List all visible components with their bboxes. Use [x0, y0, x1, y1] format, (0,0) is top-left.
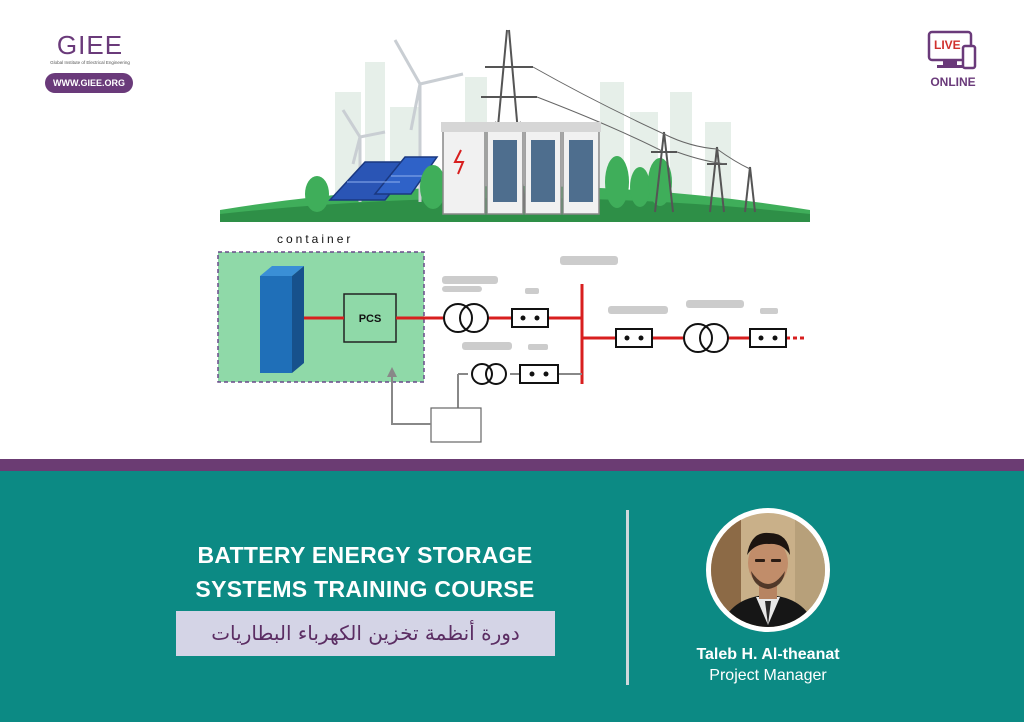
arabic-course-title: دورة أنظمة تخزين الكهرباء البطاريات [211, 621, 520, 645]
logo-subtitle: Global Institute of Electrical Engineeri… [50, 60, 130, 65]
presenter-photo [711, 513, 825, 627]
battery-container-icon [441, 122, 601, 215]
single-line-diagram: PCS [217, 251, 806, 443]
live-online-badge: LIVE ONLINE [925, 30, 981, 92]
giee-logo[interactable]: GIEE Global Institute of Electrical Engi… [45, 32, 135, 93]
website-badge[interactable]: WWW.GIEE.ORG [45, 73, 133, 93]
presenter-avatar [706, 508, 830, 632]
circuit-breaker-icon [511, 308, 787, 384]
live-label: LIVE [934, 38, 961, 52]
transformer-icon [443, 303, 729, 385]
vertical-divider [626, 510, 629, 685]
monitor-icon [927, 30, 977, 70]
battery-icon [260, 266, 304, 373]
course-title-line-1: BATTERY ENERGY STORAGE [197, 542, 533, 568]
solar-panel-icon [328, 156, 439, 201]
energy-landscape-illustration [220, 29, 810, 222]
presenter-role: Project Manager [709, 667, 827, 684]
presenter-name: Taleb H. Al-theanat [696, 646, 840, 663]
logo-text: GIEE [56, 30, 124, 60]
course-banner [0, 471, 1024, 722]
course-title-line-2: SYSTEMS TRAINING COURSE [195, 576, 535, 602]
online-label: ONLINE [930, 75, 976, 89]
course-title: BATTERY ENERGY STORAGE SYSTEMS TRAINING … [150, 538, 580, 606]
pcs-label: PCS [359, 313, 382, 325]
container-label: container [277, 232, 354, 246]
arabic-title-box: دورة أنظمة تخزين الكهرباء البطاريات [176, 611, 555, 656]
purple-divider-stripe [0, 459, 1024, 471]
